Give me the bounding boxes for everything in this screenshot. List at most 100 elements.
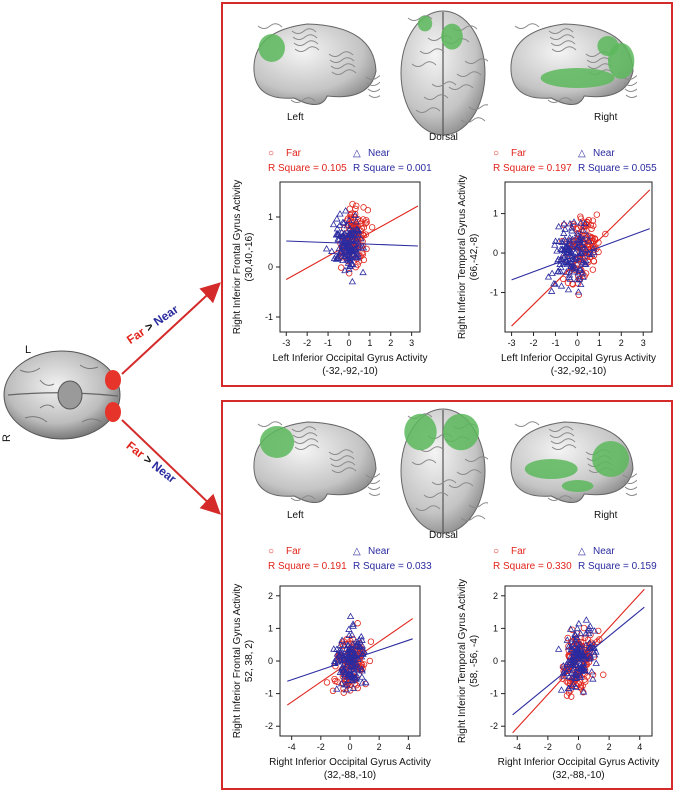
- data-point-near: [570, 255, 579, 262]
- y-tick-label: -1: [265, 689, 273, 699]
- legend-far-marker: ○: [268, 546, 275, 557]
- y-tick-label: 1: [493, 623, 498, 633]
- fit-line-near: [287, 638, 413, 682]
- data-point-near: [335, 646, 344, 654]
- data-point-near: [563, 260, 571, 267]
- data-point-near: [349, 620, 357, 627]
- data-point-near: [585, 237, 593, 244]
- legend-far-marker: ○: [493, 546, 500, 557]
- data-point-near: [584, 249, 593, 257]
- fit-line-near: [511, 228, 650, 281]
- data-point-near: [354, 642, 362, 650]
- data-point-near: [566, 653, 575, 660]
- data-point-near: [355, 643, 364, 650]
- x-tick-label: -1: [551, 338, 559, 348]
- x-axis-label: Left Inferior Occipital Gyrus Activity(-…: [501, 352, 656, 378]
- y-tick-label: -1: [265, 312, 273, 322]
- data-point-near: [575, 256, 584, 264]
- data-point-near: [557, 263, 565, 271]
- data-point-near: [345, 216, 353, 224]
- x-tick-label: 3: [641, 338, 646, 348]
- data-point-near: [351, 211, 360, 218]
- data-point-near: [345, 245, 353, 252]
- data-point-near: [576, 665, 584, 672]
- plot-frame: [279, 181, 421, 333]
- x-tick-label: 1: [367, 338, 372, 348]
- data-point-near: [358, 642, 366, 649]
- data-point-near: [353, 641, 361, 649]
- data-point-near: [566, 625, 575, 632]
- data-point-far: [588, 225, 595, 232]
- r-square-far: R Square = 0.105: [268, 163, 347, 174]
- x-tick-label: 0: [347, 742, 352, 752]
- x-tick-label: 3: [409, 338, 414, 348]
- data-point-near: [345, 666, 353, 673]
- data-point-far: [337, 264, 345, 271]
- x-tick-label: -4: [288, 742, 296, 752]
- data-point-near: [589, 675, 597, 682]
- data-point-near: [572, 646, 581, 653]
- x-tick-label: 0: [346, 338, 351, 348]
- data-point-far: [587, 631, 594, 639]
- ventral-brain-image: [3, 350, 121, 440]
- x-tick-label: 2: [607, 742, 612, 752]
- data-point-near: [574, 232, 582, 239]
- r-square-far: R Square = 0.197: [493, 163, 572, 174]
- y-axis-label-line2: (30,40,-16): [244, 232, 255, 282]
- data-point-near: [342, 685, 351, 693]
- x-tick-label: 4: [637, 742, 642, 752]
- data-point-near: [333, 685, 341, 692]
- data-point-near: [559, 662, 568, 669]
- data-point-far: [584, 673, 591, 680]
- r-square-near: R Square = 0.001: [353, 163, 432, 174]
- y-tick-label: -2: [265, 721, 273, 731]
- data-point-far: [584, 257, 592, 264]
- data-point-far: [354, 620, 361, 627]
- x-tick-label: -4: [513, 742, 521, 752]
- data-point-near: [565, 672, 574, 680]
- data-point-far: [600, 671, 607, 678]
- data-point-near: [348, 230, 357, 238]
- y-axis-label-line1: Right Inferior Temporal Gyrus Activity: [457, 174, 468, 340]
- data-point-far: [353, 202, 360, 209]
- data-point-near: [335, 652, 343, 659]
- data-point-near: [567, 669, 576, 676]
- y-axis-label-line1: Right Inferior Temporal Gyrus Activity: [457, 578, 468, 744]
- data-point-near: [554, 645, 563, 652]
- fit-line-far: [511, 189, 651, 327]
- data-point-far: [560, 275, 567, 283]
- y-tick-label: -1: [490, 689, 498, 699]
- data-point-near: [589, 244, 598, 252]
- x-tick-label: 1: [597, 338, 602, 348]
- data-point-far: [367, 638, 375, 645]
- data-point-far: [577, 213, 584, 220]
- data-point-near: [347, 661, 356, 668]
- data-point-near: [557, 245, 565, 252]
- data-point-near: [574, 651, 583, 658]
- data-point-near: [352, 217, 360, 225]
- data-point-near: [351, 253, 360, 260]
- y-axis-label: Right Inferior Temporal Gyrus Activity(5…: [457, 579, 481, 743]
- y-axis-label-line2: (58, -56, -4): [469, 634, 480, 688]
- x-tick-label: -2: [544, 742, 552, 752]
- data-point-near: [562, 242, 570, 250]
- data-point-near: [585, 644, 593, 652]
- legend-far-marker: ○: [268, 148, 275, 159]
- data-point-near: [333, 224, 342, 232]
- data-point-near: [341, 206, 350, 214]
- view-label-dorsal: Dorsal: [429, 132, 458, 143]
- data-point-near: [561, 225, 569, 232]
- r-square-near: R Square = 0.033: [353, 561, 432, 572]
- data-point-near: [340, 641, 349, 648]
- data-point-near: [577, 280, 585, 288]
- data-point-near: [342, 250, 351, 257]
- hemisphere-label-l: L: [25, 344, 32, 356]
- y-tick-label: 0: [268, 262, 273, 272]
- y-axis-label-line2: 52, 38, 2): [244, 639, 255, 683]
- data-point-near: [566, 275, 575, 282]
- data-point-near: [581, 667, 589, 674]
